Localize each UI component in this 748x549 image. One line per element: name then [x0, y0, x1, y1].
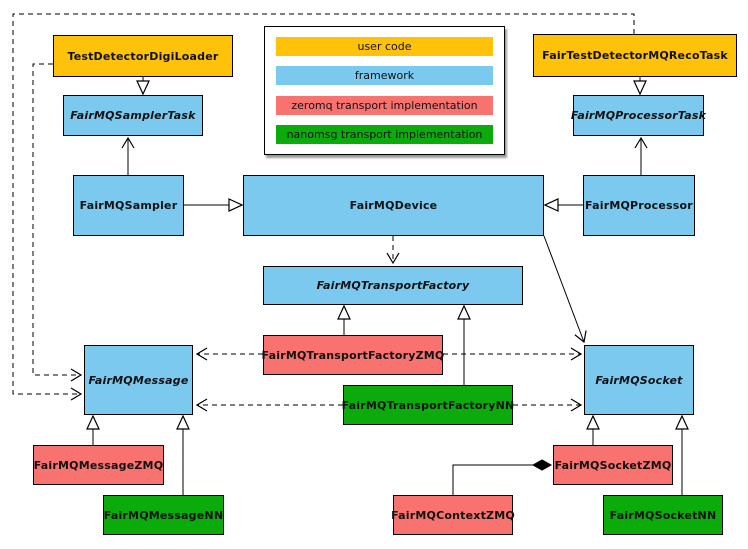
node-fairmq-device: FairMQDevice — [243, 175, 544, 236]
node-fairmq-sampler: FairMQSampler — [73, 175, 184, 236]
edge-contextzmq-composition-socketzmq — [452, 459, 553, 495]
node-fairmq-socket-nn: FairMQSocketNN — [603, 495, 723, 535]
node-fairmq-sampler-task: FairMQSamplerTask — [63, 95, 203, 136]
legend-item-nanomsg: nanomsg transport implementation — [276, 124, 493, 144]
node-fairmq-message-nn: FairMQMessageNN — [103, 495, 224, 535]
node-fairmq-transport-factory-nn: FairMQTransportFactoryNN — [342, 385, 514, 425]
edge-recotask-to-message — [12, 13, 635, 401]
node-fairmq-socket: FairMQSocket — [584, 345, 694, 415]
node-test-detector-digi-loader: TestDetectorDigiLoader — [53, 35, 233, 77]
legend-item-framework: framework — [276, 66, 493, 86]
node-fairmq-message-zmq: FairMQMessageZMQ — [33, 445, 164, 485]
edge-device-to-socket — [543, 235, 587, 344]
node-fairmq-processor: FairMQProcessor — [583, 175, 695, 236]
node-fairmq-transport-factory: FairMQTransportFactory — [263, 266, 523, 305]
node-fairmq-processor-task: FairMQProcessorTask — [571, 95, 706, 136]
edge-digiloader-to-message — [32, 63, 83, 382]
node-fairmq-transport-factory-zmq: FairMQTransportFactoryZMQ — [262, 335, 444, 375]
legend-item-user-code: user code — [276, 37, 493, 56]
node-fairmq-context-zmq: FairMQContextZMQ — [391, 495, 515, 535]
legend: user code framework zeromq transport imp… — [264, 26, 505, 155]
node-fairmq-message: FairMQMessage — [84, 345, 193, 415]
node-fairmq-socket-zmq: FairMQSocketZMQ — [553, 445, 673, 485]
node-fair-test-detector-mq-reco-task: FairTestDetectorMQRecoTask — [533, 34, 737, 77]
legend-item-zeromq: zeromq transport implementation — [276, 95, 493, 115]
